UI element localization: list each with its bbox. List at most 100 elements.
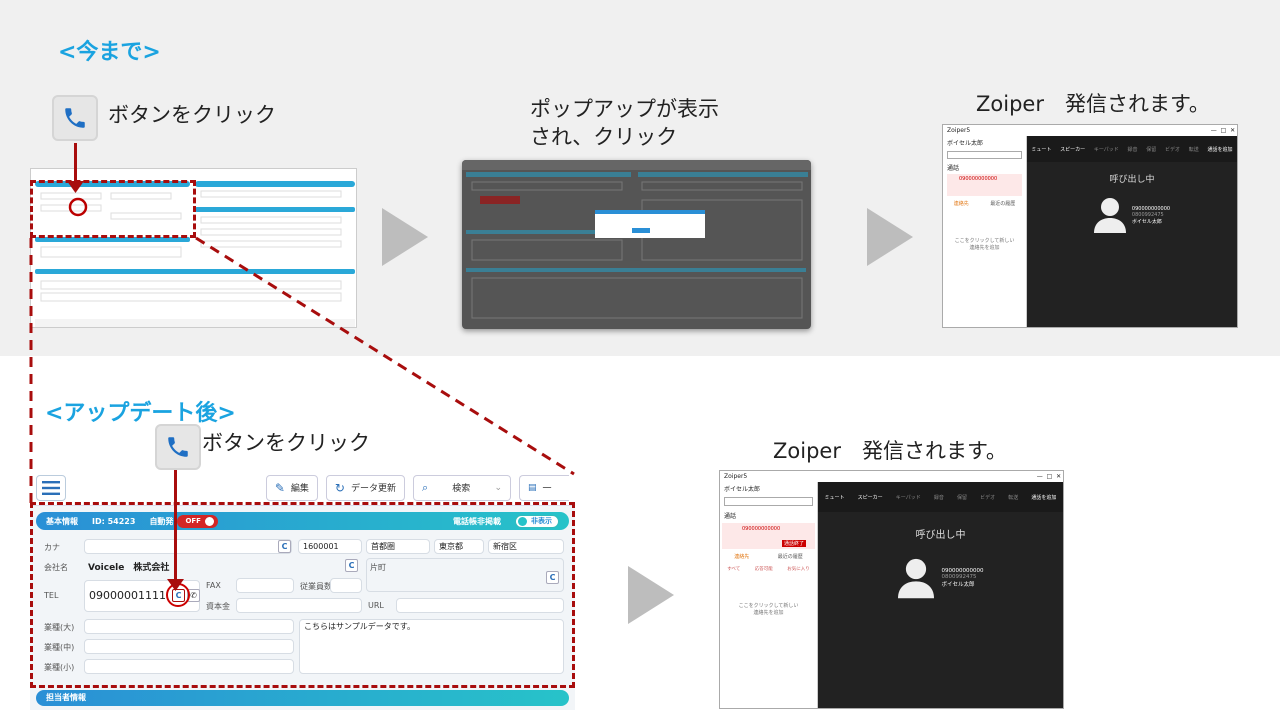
tool-mute[interactable]: ミュート (1031, 146, 1052, 153)
tab-contacts[interactable]: 連絡先 (953, 201, 969, 207)
tab-contacts[interactable]: 連絡先 (734, 554, 750, 560)
before-highlight-box (30, 180, 196, 238)
tool-add-call[interactable]: 通話を追加 (1031, 494, 1057, 501)
zoiper-title-bar: Zoiper5— □ ✕ (943, 125, 1237, 136)
phone-button-before[interactable] (52, 95, 98, 141)
record-id: ID: 54223 (92, 516, 136, 526)
zoiper-toolbar: ミュート スピーカー キーパッド 録音 保留 ビデオ 転送 通話を追加 (1027, 136, 1237, 162)
before-step3-caption: Zoiper 発信されます。 (976, 92, 1210, 116)
refresh-label: データ更新 (350, 484, 396, 494)
after-highlight-box (30, 502, 575, 688)
phone-book-state: 非表示 (531, 517, 552, 525)
caller-name: ボイセル太郎 (941, 582, 975, 588)
fax-field[interactable] (236, 578, 294, 593)
search-button[interactable]: ⌕検索⌄ (413, 474, 511, 501)
pencil-icon: ✎ (274, 480, 285, 495)
tool-mute[interactable]: ミュート (824, 494, 845, 501)
url-label: URL (368, 601, 384, 610)
zip-field[interactable]: 1600001 (298, 539, 362, 554)
popup-screenshot-thumbnail (462, 160, 811, 319)
caller-sub-number: 0800992475 (941, 574, 977, 580)
document-button[interactable]: ▤一 (519, 474, 569, 501)
capital-field[interactable] (236, 598, 362, 613)
window-controls[interactable]: — □ ✕ (1210, 127, 1237, 134)
zoiper-window-before: Zoiper5— □ ✕ ボイセル太郎 通話 090000000000 連絡先最… (942, 124, 1238, 328)
red-arrow-head-after (167, 579, 184, 591)
tool-hold[interactable]: 保留 (956, 494, 967, 501)
filter-all[interactable]: すべて (727, 567, 741, 572)
tool-keypad[interactable]: キーパッド (895, 494, 921, 501)
hamburger-icon (42, 480, 60, 495)
search-label: 検索 (452, 484, 471, 494)
menu-button[interactable] (36, 474, 66, 501)
tool-hold[interactable]: 保留 (1146, 146, 1157, 153)
employees-field[interactable] (330, 578, 362, 593)
refresh-button[interactable]: ↻ データ更新 (325, 474, 405, 501)
zoiper-search-input[interactable] (724, 497, 813, 506)
search-icon: ⌕ (422, 480, 429, 494)
zoiper-call-pane: ミュート スピーカー キーパッド 録音 保留 ビデオ 転送 通話を追加 呼び出し… (818, 482, 1063, 708)
calling-status: 呼び出し中 (1109, 175, 1155, 185)
flow-arrow-2 (867, 208, 913, 266)
industry-small-field[interactable] (84, 659, 294, 674)
zoiper-hint[interactable]: ここをクリックして新しい連絡先を追加 (943, 237, 1026, 251)
zoiper-hint[interactable]: ここをクリックして新しい連絡先を追加 (720, 602, 817, 616)
town-value: 片町 (370, 563, 386, 572)
copy-button-company[interactable]: C (345, 559, 358, 572)
url-field[interactable] (396, 598, 564, 613)
after-step3-caption: Zoiper 発信されます。 (773, 439, 1007, 463)
tool-add-call[interactable]: 通話を追加 (1207, 146, 1233, 153)
tool-transfer[interactable]: 転送 (1188, 146, 1199, 153)
calling-status: 呼び出し中 (915, 530, 966, 541)
person-icon (1093, 198, 1126, 233)
copy-button-address[interactable]: C (546, 571, 559, 584)
tel-label: TEL (44, 591, 59, 600)
tool-speaker[interactable]: スピーカー (1060, 146, 1086, 153)
tool-video[interactable]: ビデオ (1165, 146, 1181, 153)
tab-history[interactable]: 最近の履歴 (990, 201, 1016, 207)
caller-sub-number: 0800992475 (1131, 211, 1164, 218)
tool-record[interactable]: 録音 (933, 494, 944, 501)
end-call-button[interactable]: 通話終了 (782, 540, 807, 547)
red-arrow-line-after (174, 470, 177, 582)
address-field[interactable] (366, 558, 564, 592)
employees-label: 従業員数 (300, 582, 332, 591)
tool-transfer[interactable]: 転送 (1008, 494, 1019, 501)
auto-call-toggle[interactable]: OFF (177, 514, 218, 528)
hint-line1: ここをクリックして新しい (738, 603, 799, 609)
phone-icon: ✆ (190, 591, 197, 600)
red-arrow-head-before (67, 181, 84, 193)
window-controls[interactable]: — □ ✕ (1036, 473, 1063, 480)
filter-available[interactable]: 応答可能 (754, 567, 773, 572)
popup-screenshot (462, 160, 811, 329)
tool-record[interactable]: 録音 (1127, 146, 1138, 153)
zoiper-search-input[interactable] (947, 151, 1022, 159)
tool-keypad[interactable]: キーパッド (1093, 146, 1119, 153)
memo-field[interactable]: こちらはサンプルデータです。 (299, 619, 564, 674)
kana-field[interactable] (84, 539, 292, 554)
phone-book-toggle[interactable]: 非表示 (515, 514, 559, 528)
company-value: Voicele 株式会社 (88, 563, 170, 573)
city-field[interactable]: 新宿区 (488, 539, 564, 554)
zoiper-contact-name: ボイセル太郎 (724, 486, 761, 493)
refresh-icon: ↻ (334, 480, 345, 495)
phone-icon (65, 108, 85, 128)
area-field[interactable]: 首都圏 (366, 539, 430, 554)
industry-mid-field[interactable] (84, 639, 294, 654)
zoiper-title-bar: Zoiper5— □ ✕ (720, 471, 1063, 482)
edit-button[interactable]: ✎編集 (265, 474, 318, 501)
tool-video[interactable]: ビデオ (980, 494, 996, 501)
prefecture-select[interactable]: 東京都 (434, 539, 484, 554)
industry-large-field[interactable] (84, 619, 294, 634)
tool-speaker[interactable]: スピーカー (857, 494, 883, 501)
copy-button-kana[interactable]: C (278, 540, 291, 553)
zoiper-active-call[interactable]: 090000000000 (947, 174, 1022, 196)
phone-button-after[interactable] (155, 424, 201, 470)
after-title: <アップデート後> (45, 401, 236, 426)
tab-history[interactable]: 最近の履歴 (777, 554, 803, 560)
filter-favorites[interactable]: お気に入り (787, 567, 810, 572)
